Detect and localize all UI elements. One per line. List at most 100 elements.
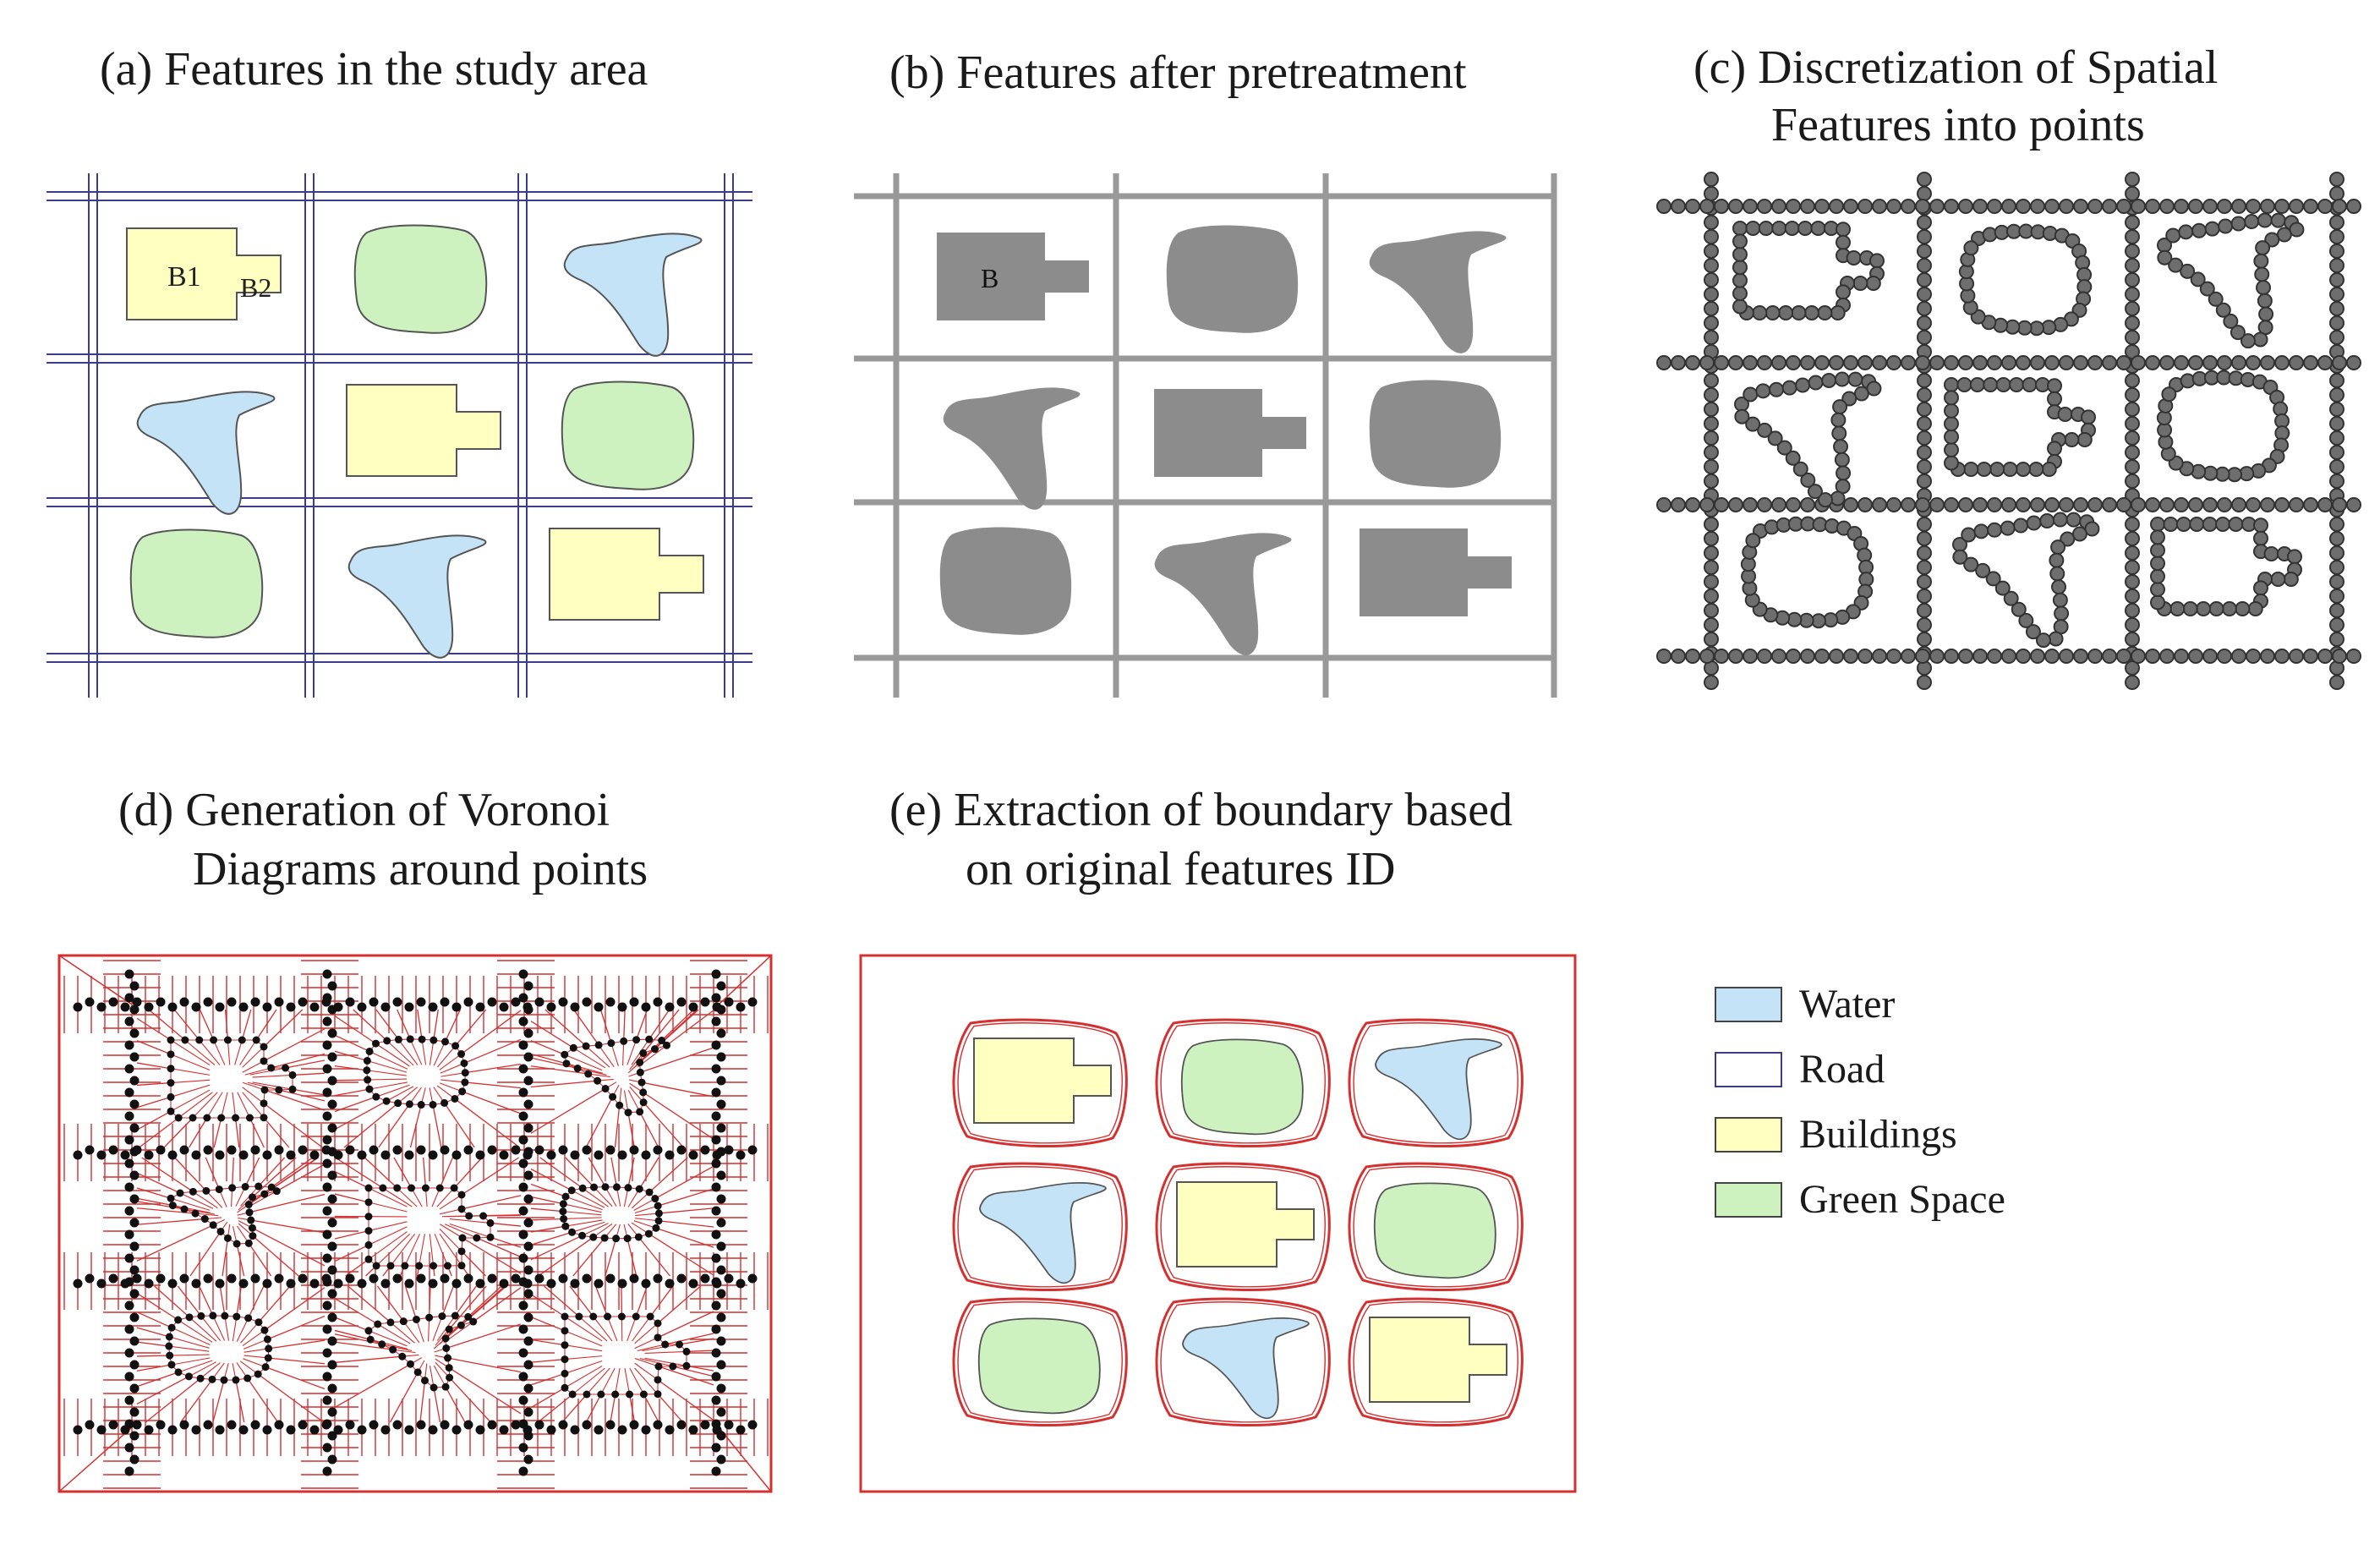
generator-point xyxy=(404,1425,414,1435)
discretized-point xyxy=(2001,355,2016,370)
generator-point xyxy=(645,1035,654,1043)
discretized-point xyxy=(1944,429,1959,445)
discretized-point xyxy=(2047,453,2062,469)
generator-point xyxy=(191,1002,201,1012)
discretized-point xyxy=(1656,649,1671,664)
voronoi-edge xyxy=(564,1361,603,1374)
voronoi-edge xyxy=(136,1341,169,1347)
voronoi-edge xyxy=(588,1157,606,1188)
voronoi-edge xyxy=(334,1015,376,1044)
green-space-shape xyxy=(1166,225,1299,333)
generator-point xyxy=(523,1002,533,1012)
discretized-point xyxy=(2329,474,2344,489)
voronoi-edge xyxy=(419,1234,425,1267)
voronoi-edge xyxy=(221,1092,228,1119)
discretized-point xyxy=(1763,607,1779,623)
generator-point xyxy=(96,1150,107,1160)
discretized-point xyxy=(1704,474,1719,489)
voronoi-edge xyxy=(369,1050,408,1070)
generator-point xyxy=(322,993,332,1003)
building-shape xyxy=(937,233,1089,320)
discretized-point xyxy=(2041,462,2057,477)
discretized-point xyxy=(2163,517,2179,532)
voronoi-edge xyxy=(232,1226,238,1245)
generator-point xyxy=(322,1277,332,1287)
generator-point xyxy=(120,1150,130,1160)
voronoi-edge xyxy=(232,1317,238,1342)
discretized-point xyxy=(1685,355,1700,370)
generator-point xyxy=(267,1183,276,1191)
voronoi-edge xyxy=(623,1224,628,1239)
discretized-point xyxy=(1656,199,1671,214)
voronoi-edge xyxy=(136,1172,181,1194)
generator-point xyxy=(238,1036,246,1044)
discretized-point xyxy=(1830,490,1846,506)
generator-point xyxy=(561,1222,570,1230)
generator-point xyxy=(561,1192,570,1201)
generator-point xyxy=(167,1425,178,1435)
voronoi-edge xyxy=(238,1196,253,1211)
voronoi-edge xyxy=(610,1157,618,1188)
discretized-point xyxy=(2231,497,2246,512)
voronoi-edge xyxy=(718,1426,772,1492)
discretized-point xyxy=(2218,218,2234,234)
discretized-point xyxy=(1671,355,1686,370)
generator-point xyxy=(203,1145,213,1155)
generator-point xyxy=(327,981,337,991)
discretized-point xyxy=(1917,215,1932,230)
voronoi-edge xyxy=(239,1039,257,1065)
generator-point xyxy=(129,1383,140,1393)
generator-point xyxy=(561,1383,569,1392)
generator-point xyxy=(747,1420,758,1430)
voronoi-edge xyxy=(172,1205,211,1213)
voronoi-edge xyxy=(168,1345,210,1352)
discretized-point xyxy=(1798,612,1814,628)
generator-point xyxy=(124,1419,134,1429)
voronoi-edge xyxy=(530,1294,566,1317)
generator-point xyxy=(499,1150,509,1160)
voronoi-edge xyxy=(263,1103,323,1148)
voronoi-edge xyxy=(594,1285,609,1317)
voronoi-edge xyxy=(643,1393,659,1423)
voronoi-edge xyxy=(237,1204,249,1213)
study-area-boundary xyxy=(859,954,1577,1493)
voronoi-edge xyxy=(183,1208,215,1215)
discretized-point xyxy=(1704,344,1719,359)
discretized-point xyxy=(2016,497,2031,512)
generator-point xyxy=(215,1002,225,1012)
building-shape xyxy=(126,227,282,320)
generator-point xyxy=(321,1420,331,1430)
generator-point xyxy=(322,1040,332,1050)
voronoi-edge xyxy=(236,1243,245,1277)
voronoi-edge xyxy=(627,1062,641,1074)
generator-point xyxy=(322,1135,332,1145)
discretized-point xyxy=(2025,624,2041,640)
discretized-point xyxy=(1944,442,1959,458)
discretized-point xyxy=(2317,199,2333,214)
discretized-point xyxy=(2188,649,2203,664)
discretized-point xyxy=(1800,355,1815,370)
voronoi-edge xyxy=(631,1038,650,1065)
voronoi-edge xyxy=(242,1193,265,1210)
generator-point xyxy=(534,997,544,1007)
voronoi-edge xyxy=(223,1363,229,1381)
generator-point xyxy=(700,1420,710,1430)
voronoi-edge xyxy=(415,1319,424,1343)
generator-point xyxy=(518,1324,528,1334)
generator-point xyxy=(244,1200,253,1208)
voronoi-edge xyxy=(234,1117,240,1148)
voronoi-edge xyxy=(627,1112,635,1148)
generator-point xyxy=(716,1005,726,1015)
discretized-point xyxy=(2178,224,2194,240)
generator-point xyxy=(132,1420,142,1430)
generator-point xyxy=(594,1278,604,1289)
discretized-point xyxy=(1944,199,1959,214)
discretized-point xyxy=(1987,497,2002,512)
voronoi-edge xyxy=(136,1218,205,1225)
voronoi-edge xyxy=(530,1080,598,1088)
discretized-point xyxy=(1704,330,1719,345)
voronoi-edge xyxy=(454,1098,521,1148)
discretized-point xyxy=(2145,497,2160,512)
discretized-point xyxy=(2125,330,2140,345)
discretized-point xyxy=(1982,227,1998,243)
